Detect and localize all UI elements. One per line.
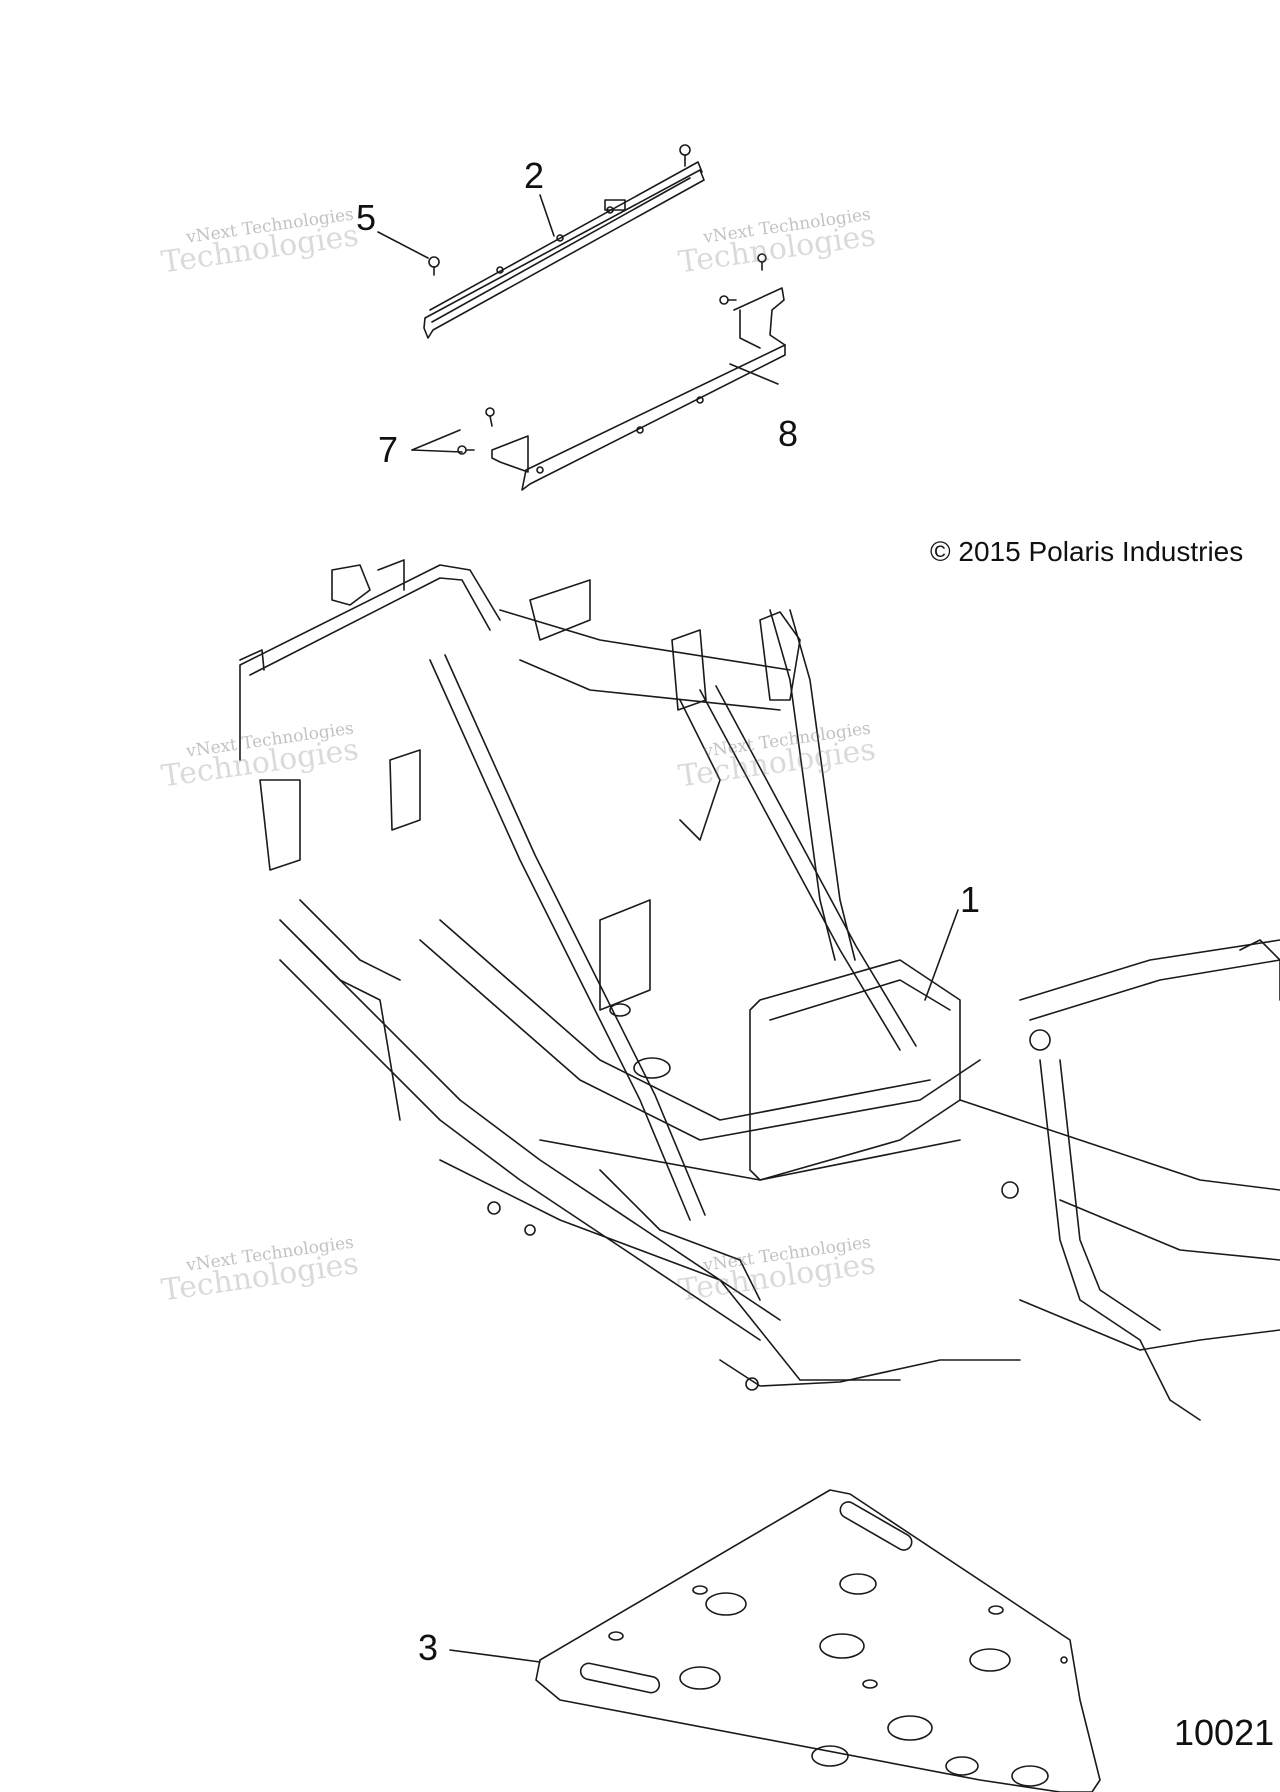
- callout-1: 1: [960, 879, 981, 920]
- part-2-rail: [423, 161, 705, 339]
- drawing-code: 10021: [1174, 1712, 1275, 1753]
- callout-2: 2: [524, 155, 545, 196]
- callout-8: 8: [778, 413, 799, 454]
- callout-5: 5: [356, 197, 377, 238]
- part-8-bracket: [491, 287, 786, 491]
- copyright-notice: © 2015 Polaris Industries: [930, 536, 1244, 567]
- part-3-skid-plate: [535, 1489, 1101, 1792]
- callout-3: 3: [418, 1627, 439, 1668]
- bolts: [428, 144, 767, 455]
- leader-lines: [377, 194, 959, 1663]
- part-1-frame: [239, 559, 1280, 1421]
- callout-7: 7: [378, 429, 399, 470]
